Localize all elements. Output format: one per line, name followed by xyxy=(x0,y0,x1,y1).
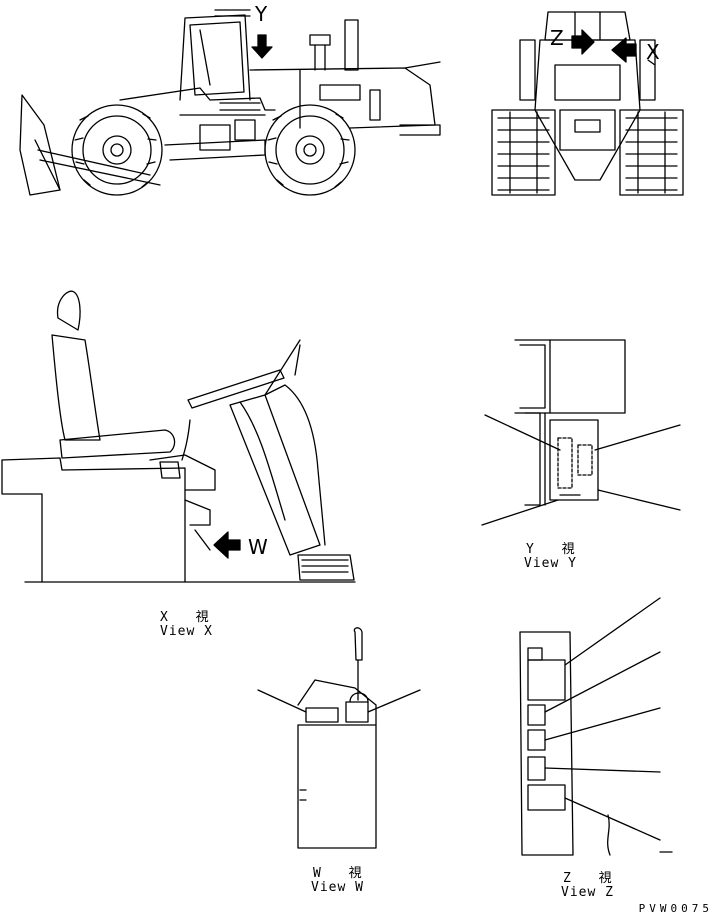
view-z-drawing xyxy=(519,597,673,856)
machine-rear-view xyxy=(491,11,684,196)
view-x-drawing xyxy=(1,290,356,583)
view-z-title-en: View Z xyxy=(561,885,614,900)
view-y-title-jp: Y 視 xyxy=(526,542,585,557)
marker-w: W xyxy=(248,535,269,559)
view-w-drawing xyxy=(257,627,421,849)
view-x-title-en: View X xyxy=(160,624,213,639)
machine-side-view xyxy=(19,9,441,196)
drawing-code: PVW0075 xyxy=(638,902,713,915)
view-y-drawing xyxy=(481,339,681,526)
view-w-title-jp: W 視 xyxy=(313,866,372,881)
view-z-title-jp: Z 視 xyxy=(563,871,622,886)
marker-x: X xyxy=(646,40,661,64)
marker-z: Z xyxy=(550,26,565,50)
view-y-title-en: View Y xyxy=(524,556,577,571)
view-x-title-jp: X 視 xyxy=(160,610,219,625)
view-w-title-en: View W xyxy=(311,880,364,895)
marker-y: Y xyxy=(255,2,269,26)
